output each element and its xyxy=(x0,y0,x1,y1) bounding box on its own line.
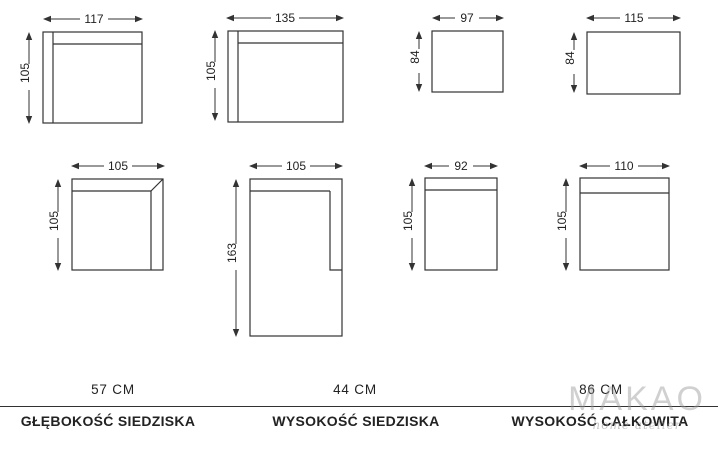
module-6-shape xyxy=(249,178,343,337)
module-6-width-label: 105 xyxy=(286,159,306,173)
total-height-value: 86 CM xyxy=(579,382,623,397)
module-5-height-label: 105 xyxy=(47,211,61,231)
total-height-label: WYSOKOŚĆ CAŁKOWITA xyxy=(511,413,689,429)
module-5: 105 105 xyxy=(47,158,165,271)
module-1-height-label: 105 xyxy=(18,63,32,83)
module-2: 135 105 xyxy=(204,10,344,123)
module-1-shape xyxy=(42,31,143,124)
module-3-width-label: 97 xyxy=(460,11,474,25)
module-4-width-label: 115 xyxy=(624,11,643,25)
module-8-width-label: 110 xyxy=(614,159,633,173)
module-8: 110 105 xyxy=(555,158,670,271)
module-1: 117 105 xyxy=(18,11,143,124)
module-3-shape xyxy=(431,30,504,93)
seat-height-label: WYSOKOŚĆ SIEDZISKA xyxy=(272,413,440,429)
divider-line xyxy=(0,406,718,407)
module-6-height-label: 163 xyxy=(225,243,239,263)
module-7-shape xyxy=(424,177,498,271)
module-8-shape xyxy=(579,177,670,271)
module-4: 115 84 xyxy=(563,10,681,95)
module-2-height-label: 105 xyxy=(204,61,218,81)
module-5-shape xyxy=(71,178,164,271)
module-3-height-label: 84 xyxy=(408,50,422,64)
module-7-height-label: 105 xyxy=(401,211,415,231)
module-8-height-label: 105 xyxy=(555,211,569,231)
logo-tagline: home atelier xyxy=(592,418,682,432)
module-2-shape xyxy=(227,30,344,123)
module-1-width-label: 117 xyxy=(84,12,103,26)
module-7-width-label: 92 xyxy=(454,159,468,173)
logo-wordmark: MAKAO xyxy=(568,380,706,418)
module-6: 105 163 xyxy=(225,158,343,337)
seat-depth-value: 57 CM xyxy=(91,382,135,397)
module-3: 97 84 xyxy=(408,10,504,93)
module-7: 92 105 xyxy=(401,158,498,271)
module-4-shape xyxy=(586,31,681,95)
makao-logo: MAKAO home atelier xyxy=(562,380,712,440)
seat-depth-label: GŁĘBOKOŚĆ SIEDZISKA xyxy=(20,413,196,429)
module-2-width-label: 135 xyxy=(275,11,295,25)
seat-height-value: 44 CM xyxy=(333,382,377,397)
module-4-height-label: 84 xyxy=(563,51,577,65)
module-5-width-label: 105 xyxy=(108,159,128,173)
